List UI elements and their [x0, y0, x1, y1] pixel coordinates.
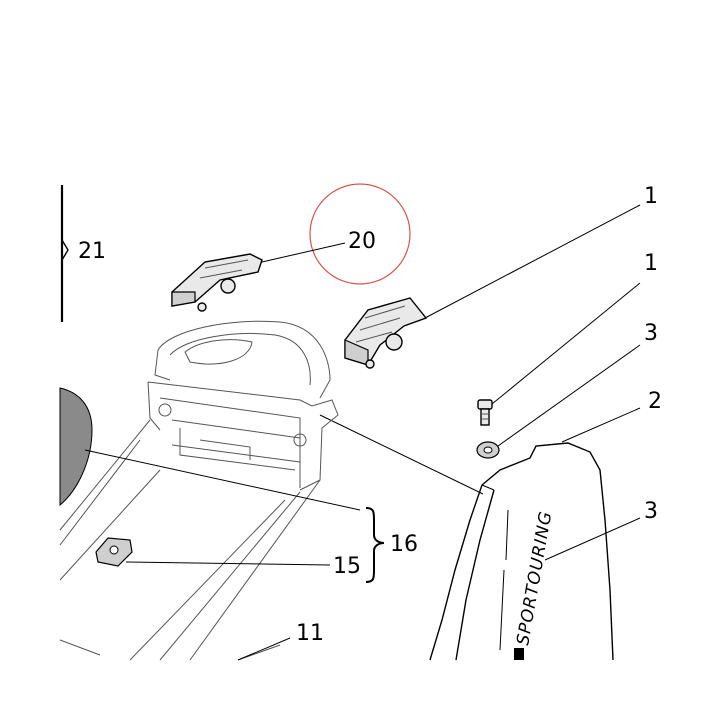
callout-16: 16: [390, 532, 418, 557]
part-2-side-panel: [429, 442, 614, 661]
bracket-16: [365, 507, 385, 583]
callout-2: 2: [648, 389, 662, 414]
callout-1b: 1: [644, 251, 658, 276]
carrier-assembly: [59, 320, 339, 661]
callout-15: 15: [333, 554, 361, 579]
leader-3b: [544, 517, 641, 561]
leader-3a: [497, 344, 641, 447]
highlight-circle-20: [309, 183, 411, 285]
leader-1a: [424, 204, 641, 319]
sportouring-brand-text: SPORTOURING: [513, 509, 556, 647]
part-1-pad: [344, 297, 428, 369]
bracket-21: [60, 185, 69, 322]
part-1-screw: [477, 399, 493, 426]
leader-15: [125, 561, 331, 566]
leader-16: [84, 449, 361, 511]
callout-20: 20: [348, 229, 376, 254]
leader-1b: [491, 282, 641, 405]
leader-20: [261, 242, 346, 263]
part-3-washer: [476, 441, 500, 459]
leader-11: [237, 637, 291, 661]
callout-1a: 1: [644, 184, 658, 209]
callout-21: 21: [78, 239, 106, 264]
tail-light-shape: [59, 387, 93, 507]
part-20-pad: [171, 253, 263, 312]
leader-panel-link: [319, 414, 484, 495]
callout-3b: 3: [644, 499, 658, 524]
part-15-clip: [95, 537, 133, 567]
leader-2: [561, 407, 641, 443]
callout-3a: 3: [644, 321, 658, 346]
callout-11: 11: [296, 621, 324, 646]
